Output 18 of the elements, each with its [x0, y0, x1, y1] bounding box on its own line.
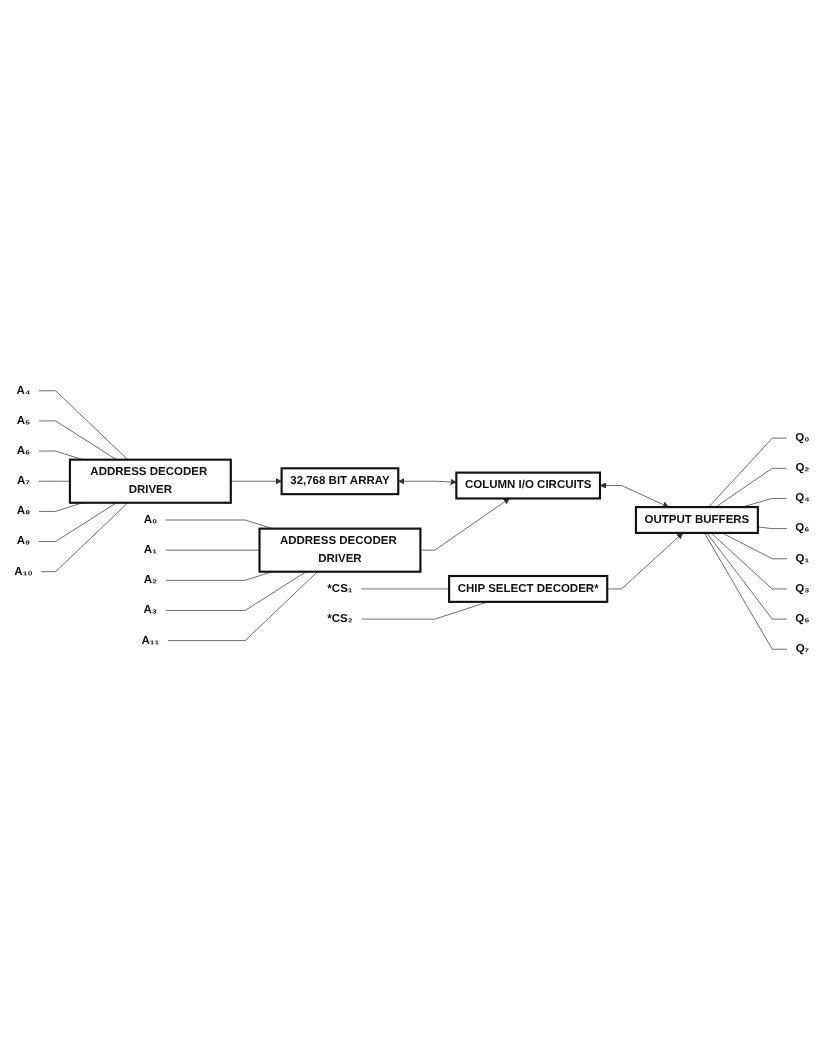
connector	[704, 532, 788, 650]
connector	[38, 480, 71, 482]
connector	[757, 526, 788, 529]
connector	[360, 601, 489, 620]
connector	[167, 571, 318, 641]
connector	[38, 390, 129, 461]
connector	[165, 549, 260, 551]
connector	[708, 437, 788, 508]
connector	[38, 502, 83, 512]
connector	[38, 420, 117, 461]
connector	[38, 502, 117, 542]
connector	[710, 532, 788, 590]
connector	[360, 588, 450, 590]
connector	[706, 532, 788, 620]
connector	[165, 571, 307, 611]
connector	[715, 467, 788, 508]
connector	[721, 532, 788, 560]
connector	[40, 502, 129, 573]
